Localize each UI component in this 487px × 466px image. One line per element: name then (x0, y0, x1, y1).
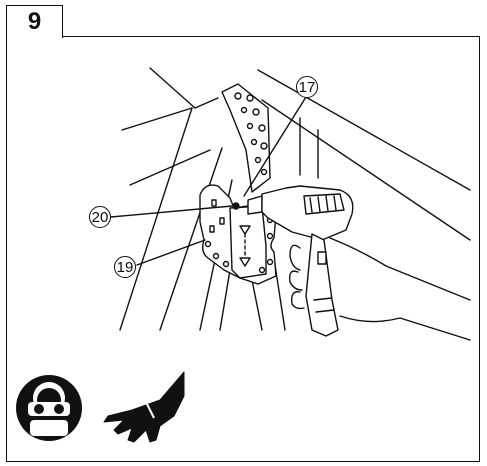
bracket-arrow-mark (239, 225, 251, 235)
step-number-box: 9 (6, 5, 63, 38)
frame-line (194, 97, 219, 109)
screw-head (232, 202, 240, 210)
leader-line-17 (243, 96, 307, 197)
strap-hole (260, 142, 268, 150)
strap-hole (252, 108, 260, 116)
finger (289, 244, 301, 271)
bracket-slot (211, 199, 217, 207)
strap-hole (246, 94, 254, 102)
leader-line-20 (110, 205, 233, 218)
bracket-hole (258, 266, 266, 274)
bracket-hole (212, 252, 220, 260)
drill-trigger-lock (317, 251, 327, 265)
frame-line (257, 69, 471, 191)
safety-goggles-icon (16, 375, 82, 441)
forearm-bottom (339, 315, 471, 341)
callout-17: 17 (296, 76, 318, 98)
bracket-hole (266, 232, 274, 240)
callout-20: 20 (89, 206, 111, 228)
drill-vents (303, 193, 345, 215)
frame-line (159, 147, 223, 331)
step-number: 9 (27, 8, 42, 35)
finger (290, 291, 305, 310)
frame-line (121, 107, 193, 131)
finger (288, 270, 303, 291)
sharp-edge-hand-icon (103, 371, 185, 443)
bracket-slot (209, 225, 215, 233)
callout-17-label: 17 (298, 78, 316, 96)
instruction-frame (6, 36, 480, 462)
cordless-drill (247, 185, 354, 337)
strap-holes (234, 92, 268, 176)
bracket-arrow-mark (239, 257, 251, 267)
bracket-hole (204, 240, 212, 248)
hand (288, 237, 471, 341)
strap-hole (260, 168, 268, 176)
strap-hole (234, 92, 242, 100)
bracket-hole (222, 260, 230, 268)
frame-line (149, 67, 196, 109)
strap-hole (254, 156, 262, 164)
forearm-top (329, 237, 471, 301)
strap-hole (258, 124, 266, 132)
perforated-strap (221, 83, 271, 193)
callout-20-label: 20 (91, 208, 109, 226)
bracket-slot (219, 217, 225, 225)
frame-line (119, 107, 193, 331)
frame-line (129, 149, 211, 186)
strap-hole (240, 106, 248, 114)
strap-hole (250, 138, 258, 146)
drill-chuck (247, 195, 263, 215)
strap-hole (246, 122, 254, 130)
callout-19: 19 (114, 256, 136, 278)
drill-handle (305, 233, 339, 337)
frame-line (261, 99, 471, 241)
callout-19-label: 19 (116, 258, 134, 276)
leader-line-19 (136, 239, 206, 266)
bracket-hole (266, 258, 274, 266)
